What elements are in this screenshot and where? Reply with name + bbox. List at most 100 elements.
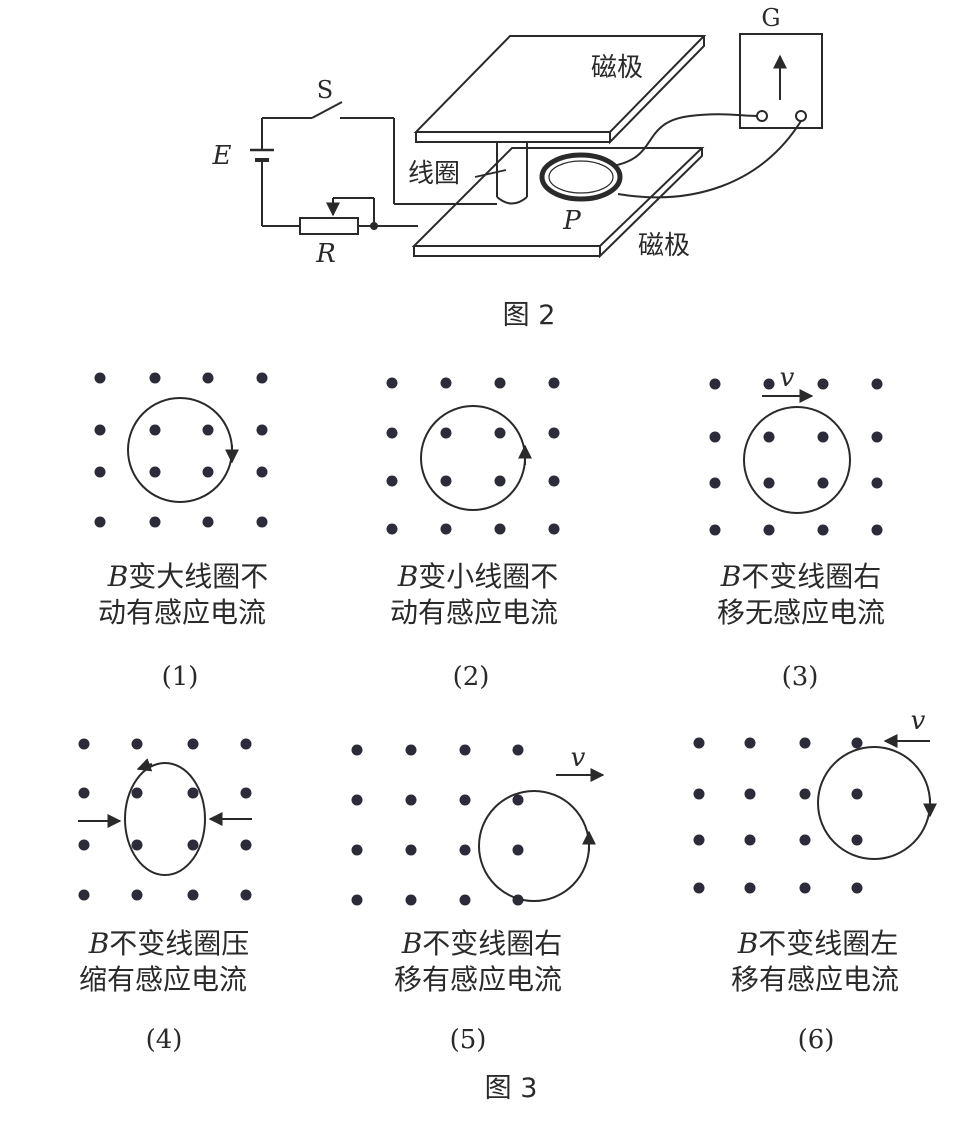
panel-1-line1: B变大线圈不 [107, 560, 269, 593]
field-dot [851, 882, 863, 894]
circuit [250, 101, 497, 235]
field-dot [548, 475, 560, 487]
field-dot [871, 431, 883, 443]
field-dot [709, 524, 721, 536]
label-g: G [761, 4, 780, 32]
field-dot [131, 787, 143, 799]
figure-3-panels: v v v B变大线圈不 动 [78, 363, 937, 1104]
field-dot [405, 744, 417, 756]
field-dot [799, 882, 811, 894]
field-dot [256, 466, 268, 478]
velocity-label-5: v [571, 743, 586, 773]
bottom-magnetic-pole [411, 147, 705, 259]
velocity-label-6: v [911, 706, 926, 736]
loop-p [539, 113, 802, 202]
field-dot [494, 427, 506, 439]
field-dot [351, 894, 363, 906]
field-dot [817, 524, 829, 536]
field-dot [851, 788, 863, 800]
field-dot [149, 424, 161, 436]
field-dot [548, 377, 560, 389]
field-dot [763, 524, 775, 536]
panel-2-number: (2) [453, 662, 490, 692]
label-e: E [212, 141, 232, 171]
field-dot-grid [351, 744, 524, 906]
field-dot [256, 424, 268, 436]
field-dot [351, 794, 363, 806]
label-pole-bottom: 磁极 [638, 231, 690, 261]
field-dot [78, 787, 90, 799]
field-dot [202, 466, 214, 478]
panel-5-line1: B不变线圈右 [401, 927, 563, 960]
field-dot [817, 431, 829, 443]
field-dot [149, 516, 161, 528]
figure-3-caption: 图 3 [485, 1073, 538, 1104]
field-dot [494, 377, 506, 389]
panel-1 [94, 372, 268, 528]
field-dot [817, 477, 829, 489]
field-dot [693, 737, 705, 749]
label-p: P [562, 206, 581, 236]
field-dot [240, 787, 252, 799]
field-dot [763, 378, 775, 390]
field-dot [240, 839, 252, 851]
label-coil: 线圈 [408, 159, 460, 189]
field-dot [351, 744, 363, 756]
panel-6-line2: 移有感应电流 [731, 963, 899, 996]
label-s: S [317, 76, 333, 104]
panel-4-line1: B不变线圈压 [88, 927, 250, 960]
field-dot [405, 844, 417, 856]
field-dot [709, 431, 721, 443]
field-dot [405, 794, 417, 806]
field-dot [94, 466, 106, 478]
field-dot [240, 738, 252, 750]
field-dot [851, 834, 863, 846]
field-dot [405, 894, 417, 906]
field-dot [78, 839, 90, 851]
field-dot [202, 372, 214, 384]
field-dot [386, 523, 398, 535]
panel-2 [386, 377, 560, 535]
field-dot-grid [94, 372, 268, 528]
field-dot [240, 889, 252, 901]
field-dot [871, 524, 883, 536]
field-dot [693, 882, 705, 894]
label-pole-top: 磁极 [591, 53, 643, 83]
field-dot [149, 372, 161, 384]
field-dot [202, 516, 214, 528]
field-dot [94, 516, 106, 528]
field-dot [187, 738, 199, 750]
field-dot [744, 737, 756, 749]
field-dot [871, 477, 883, 489]
velocity-label-3: v [780, 363, 795, 393]
panel-5-line2: 移有感应电流 [394, 963, 562, 996]
field-dot [512, 744, 524, 756]
field-dot [817, 378, 829, 390]
coil-core [474, 142, 528, 205]
field-dot [386, 475, 398, 487]
top-magnetic-pole [413, 35, 707, 145]
field-dot [494, 523, 506, 535]
field-dot-grid [386, 377, 560, 535]
panel-3-line1: B不变线圈右 [720, 560, 882, 593]
panel-1-line2: 动有感应电流 [98, 596, 266, 629]
field-dot [440, 475, 452, 487]
field-dot [386, 427, 398, 439]
field-dot [149, 466, 161, 478]
figure-2-apparatus: G S E R P 磁极 磁极 线圈 图 2 [212, 4, 823, 331]
field-dot [459, 894, 471, 906]
field-dot-grid [693, 737, 863, 894]
panel-1-number: (1) [162, 662, 199, 692]
field-dot [187, 787, 199, 799]
field-dot [744, 882, 756, 894]
panel-6: v [693, 706, 937, 894]
panel-3: v [709, 363, 883, 536]
panel-6-line1: B不变线圈左 [737, 927, 899, 960]
field-dot [187, 839, 199, 851]
field-dot [440, 377, 452, 389]
galvanometer [739, 33, 823, 129]
figure-2-caption: 图 2 [503, 300, 556, 331]
panel-6-number: (6) [798, 1025, 835, 1055]
field-dot [851, 737, 863, 749]
